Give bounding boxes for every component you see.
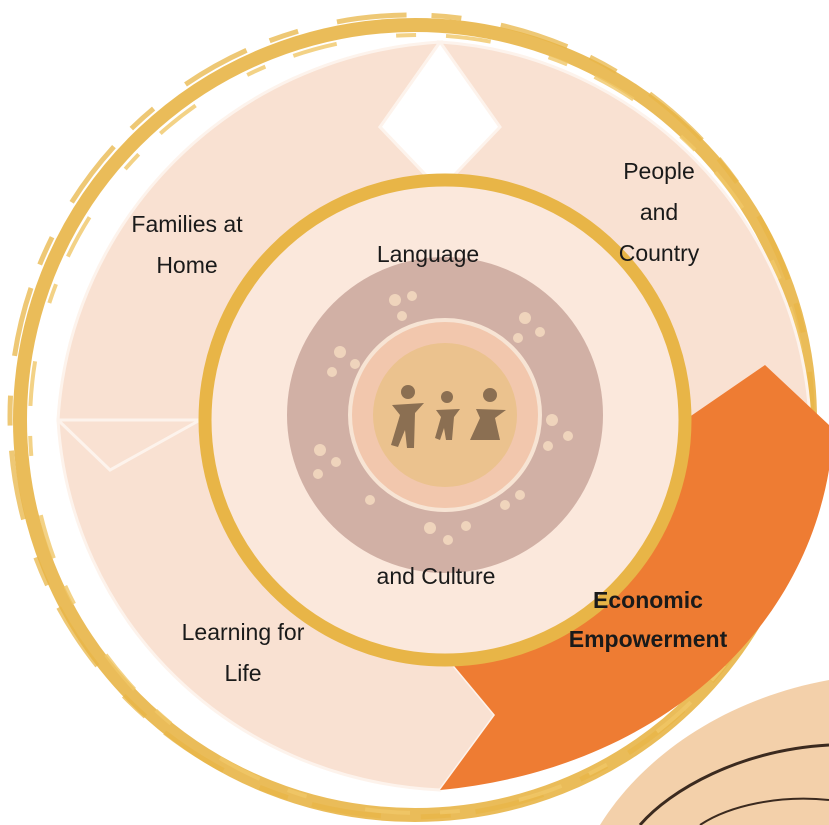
center-label-top: Language — [377, 241, 479, 267]
segment-label-learning-line1: Learning for — [182, 619, 305, 645]
segment-label-families-line2: Home — [156, 252, 217, 278]
center-label-bottom: and Culture — [377, 563, 496, 589]
center-emblem — [287, 257, 603, 573]
segment-label-economic-line1: Economic — [593, 587, 703, 613]
family-figures-icon — [391, 385, 506, 448]
segment-label-people-line2: and — [640, 199, 678, 225]
decorative-corner-art — [600, 680, 829, 825]
segment-label-economic-line2: Empowerment — [569, 626, 728, 652]
segment-label-people-line1: People — [623, 158, 695, 184]
segment-label-families-line1: Families at — [131, 211, 243, 237]
segment-label-learning-line2: Life — [224, 660, 261, 686]
segment-label-people-line3: Country — [619, 240, 700, 266]
segment-dividers — [56, 41, 442, 472]
